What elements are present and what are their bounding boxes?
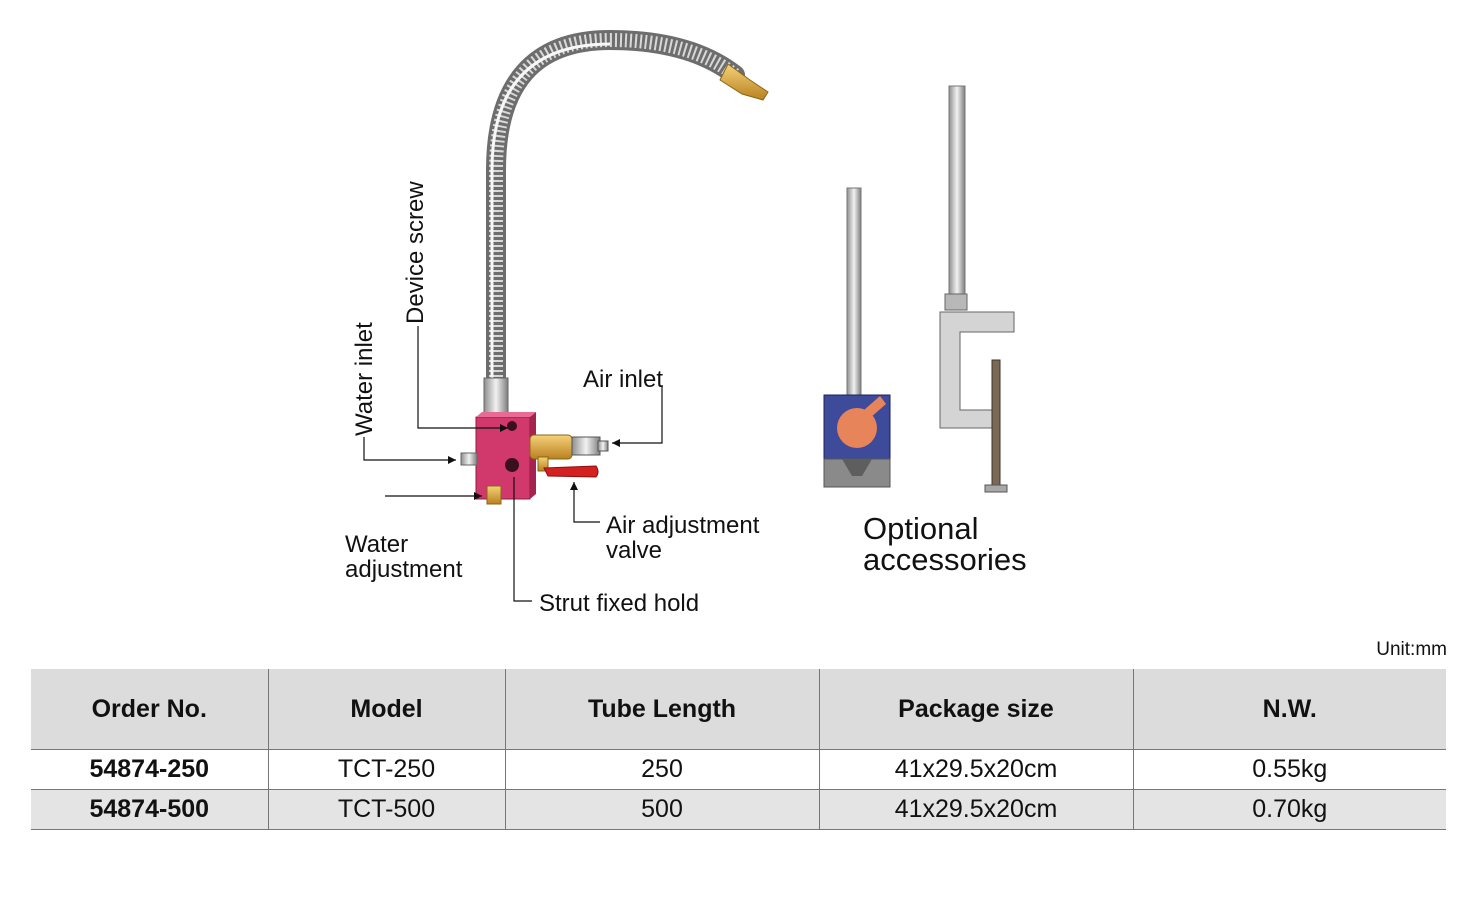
water-inlet-fitting: [460, 452, 478, 466]
header-tube-length: Tube Length: [504, 669, 819, 750]
cell-tube-length: 250: [504, 749, 819, 790]
distribution-block: [475, 412, 536, 500]
table-header-row: Order No. Model Tube Length Package size…: [31, 669, 1446, 750]
product-illustration: [363, 29, 1015, 602]
leader-lines: [363, 326, 663, 602]
table-row: 54874-250 TCT-250 250 41x29.5x20cm 0.55k…: [31, 749, 1446, 790]
header-nw: N.W.: [1132, 669, 1446, 750]
flexible-hose: [486, 29, 745, 412]
air-adjustment-valve-label: Air adjustment valve: [606, 512, 760, 564]
clamp-accessory: [939, 85, 1015, 493]
brass-nozzle: [719, 63, 769, 101]
cell-model: TCT-250: [267, 749, 505, 790]
leader-arrowheads: [448, 424, 620, 500]
device-screw-label: Device screw: [402, 181, 429, 324]
cell-order-no: 54874-500: [31, 789, 268, 830]
cell-order-no: 54874-250: [31, 749, 268, 790]
cell-model: TCT-500: [267, 789, 505, 830]
cell-nw: 0.70kg: [1132, 789, 1446, 830]
cell-package-size: 41x29.5x20cm: [818, 789, 1133, 830]
table-row: 54874-500 TCT-500 500 41x29.5x20cm 0.70k…: [31, 789, 1446, 830]
water-inlet-label: Water inlet: [351, 322, 378, 436]
header-package-size: Package size: [818, 669, 1133, 750]
cell-tube-length: 500: [504, 789, 819, 830]
strut-fixed-hold-label: Strut fixed hold: [539, 590, 700, 617]
cell-package-size: 41x29.5x20cm: [818, 749, 1133, 790]
air-inlet-label: Air inlet: [583, 366, 664, 393]
spec-table: Order No. Model Tube Length Package size…: [31, 669, 1446, 830]
cell-nw: 0.55kg: [1132, 749, 1446, 790]
header-order-no: Order No.: [31, 669, 268, 750]
water-adjustment-label: Water adjustment: [345, 531, 463, 583]
magnetic-base-accessory: [823, 187, 891, 488]
water-adjustment-fitting: [486, 485, 502, 505]
header-model: Model: [267, 669, 505, 750]
air-valve-assembly: [529, 434, 609, 478]
optional-accessories-label: Optional accessories: [863, 511, 1027, 577]
unit-note: Unit:mm: [1376, 639, 1447, 660]
